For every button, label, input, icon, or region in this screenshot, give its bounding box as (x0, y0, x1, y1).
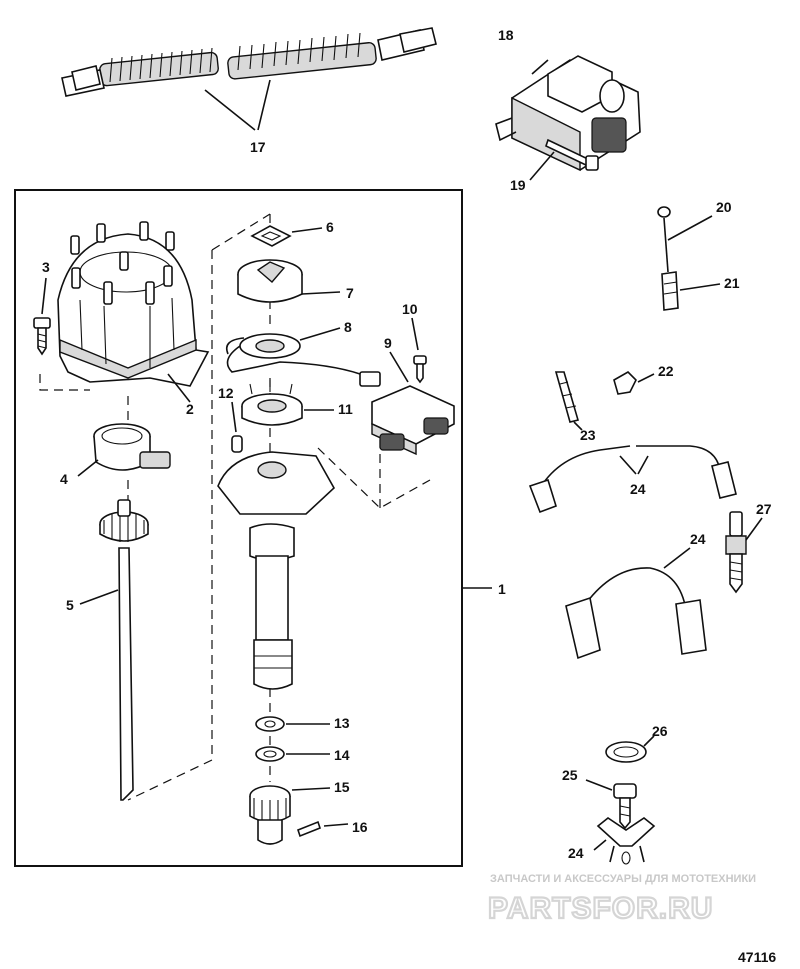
callout-18: 18 (498, 27, 514, 43)
callout-6: 6 (326, 219, 334, 235)
distributor-housing (217, 451, 336, 690)
shaft-5 (79, 499, 149, 801)
spark-plug-28 (725, 511, 763, 594)
callout-24b: 24 (690, 531, 706, 547)
callout-8: 8 (344, 319, 352, 335)
callout-20: 20 (716, 199, 732, 215)
bolt-19 (529, 138, 599, 181)
figure-code: 47116 (738, 949, 776, 964)
callout-28: 27 (756, 501, 772, 517)
callout-11: 11 (338, 401, 353, 417)
callout-23: 23 (580, 427, 596, 443)
watermark-tagline: ЗАПЧАСТИ И АКСЕССУАРЫ ДЛЯ МОТОТЕХНИКИ (490, 873, 756, 885)
callout-5: 5 (66, 597, 74, 613)
callout-14: 14 (334, 747, 350, 763)
pin-12 (231, 401, 243, 453)
callout-4: 4 (60, 471, 68, 487)
separator-23 (554, 371, 583, 431)
callout-2: 2 (186, 401, 194, 417)
module-screw-10 (411, 317, 427, 384)
callout-9: 9 (384, 335, 392, 351)
callout-10: 10 (402, 301, 418, 317)
ignition-module-9 (371, 351, 455, 456)
gasket-27 (605, 735, 655, 763)
washer-13 (255, 716, 330, 732)
plug-wire-24b (565, 547, 707, 660)
pole-piece-11 (241, 380, 334, 426)
callout-17: 17 (250, 139, 266, 155)
distributor-assembly-frame (14, 189, 463, 867)
callout-22: 22 (658, 363, 674, 379)
plug-wire-24a (528, 445, 737, 514)
distributor-cap-2 (57, 221, 210, 403)
callout-7: 7 (346, 285, 354, 301)
callout-12: 12 (218, 385, 234, 401)
wire-20 (657, 206, 713, 273)
callout-15: 15 (334, 779, 350, 795)
callout-3: 3 (42, 259, 50, 275)
ignition-coil-18 (495, 55, 641, 172)
gasket-6 (250, 225, 323, 247)
watermark-logo: PARTSFOR.RU (488, 892, 713, 925)
bolt-26 (585, 779, 637, 830)
roll-pin-16 (297, 820, 349, 838)
callout-27: 26 (652, 723, 668, 739)
washer-14 (255, 746, 330, 762)
housing-ring-4 (77, 423, 171, 477)
callout-13: 13 (334, 715, 350, 731)
cap-screw-3 (33, 277, 51, 356)
pickup-coil-8 (225, 327, 381, 387)
rotor-7 (237, 259, 341, 303)
callout-25: 24 (568, 845, 584, 861)
bracket-25 (593, 817, 656, 865)
clip-22 (613, 371, 655, 395)
callout-24a: 24 (630, 481, 646, 497)
callout-1: 1 (498, 581, 506, 597)
callout-19: 19 (510, 177, 526, 193)
callout-21: 21 (724, 275, 740, 291)
callout-16: 16 (352, 819, 368, 835)
watermark: ЗАПЧАСТИ И АКСЕССУАРЫ ДЛЯ МОТОТЕХНИКИ PA… (487, 873, 756, 926)
harness-17 (61, 27, 437, 131)
callout-26: 25 (562, 767, 578, 783)
drive-gear-15 (249, 785, 331, 845)
boot-21 (661, 271, 721, 311)
